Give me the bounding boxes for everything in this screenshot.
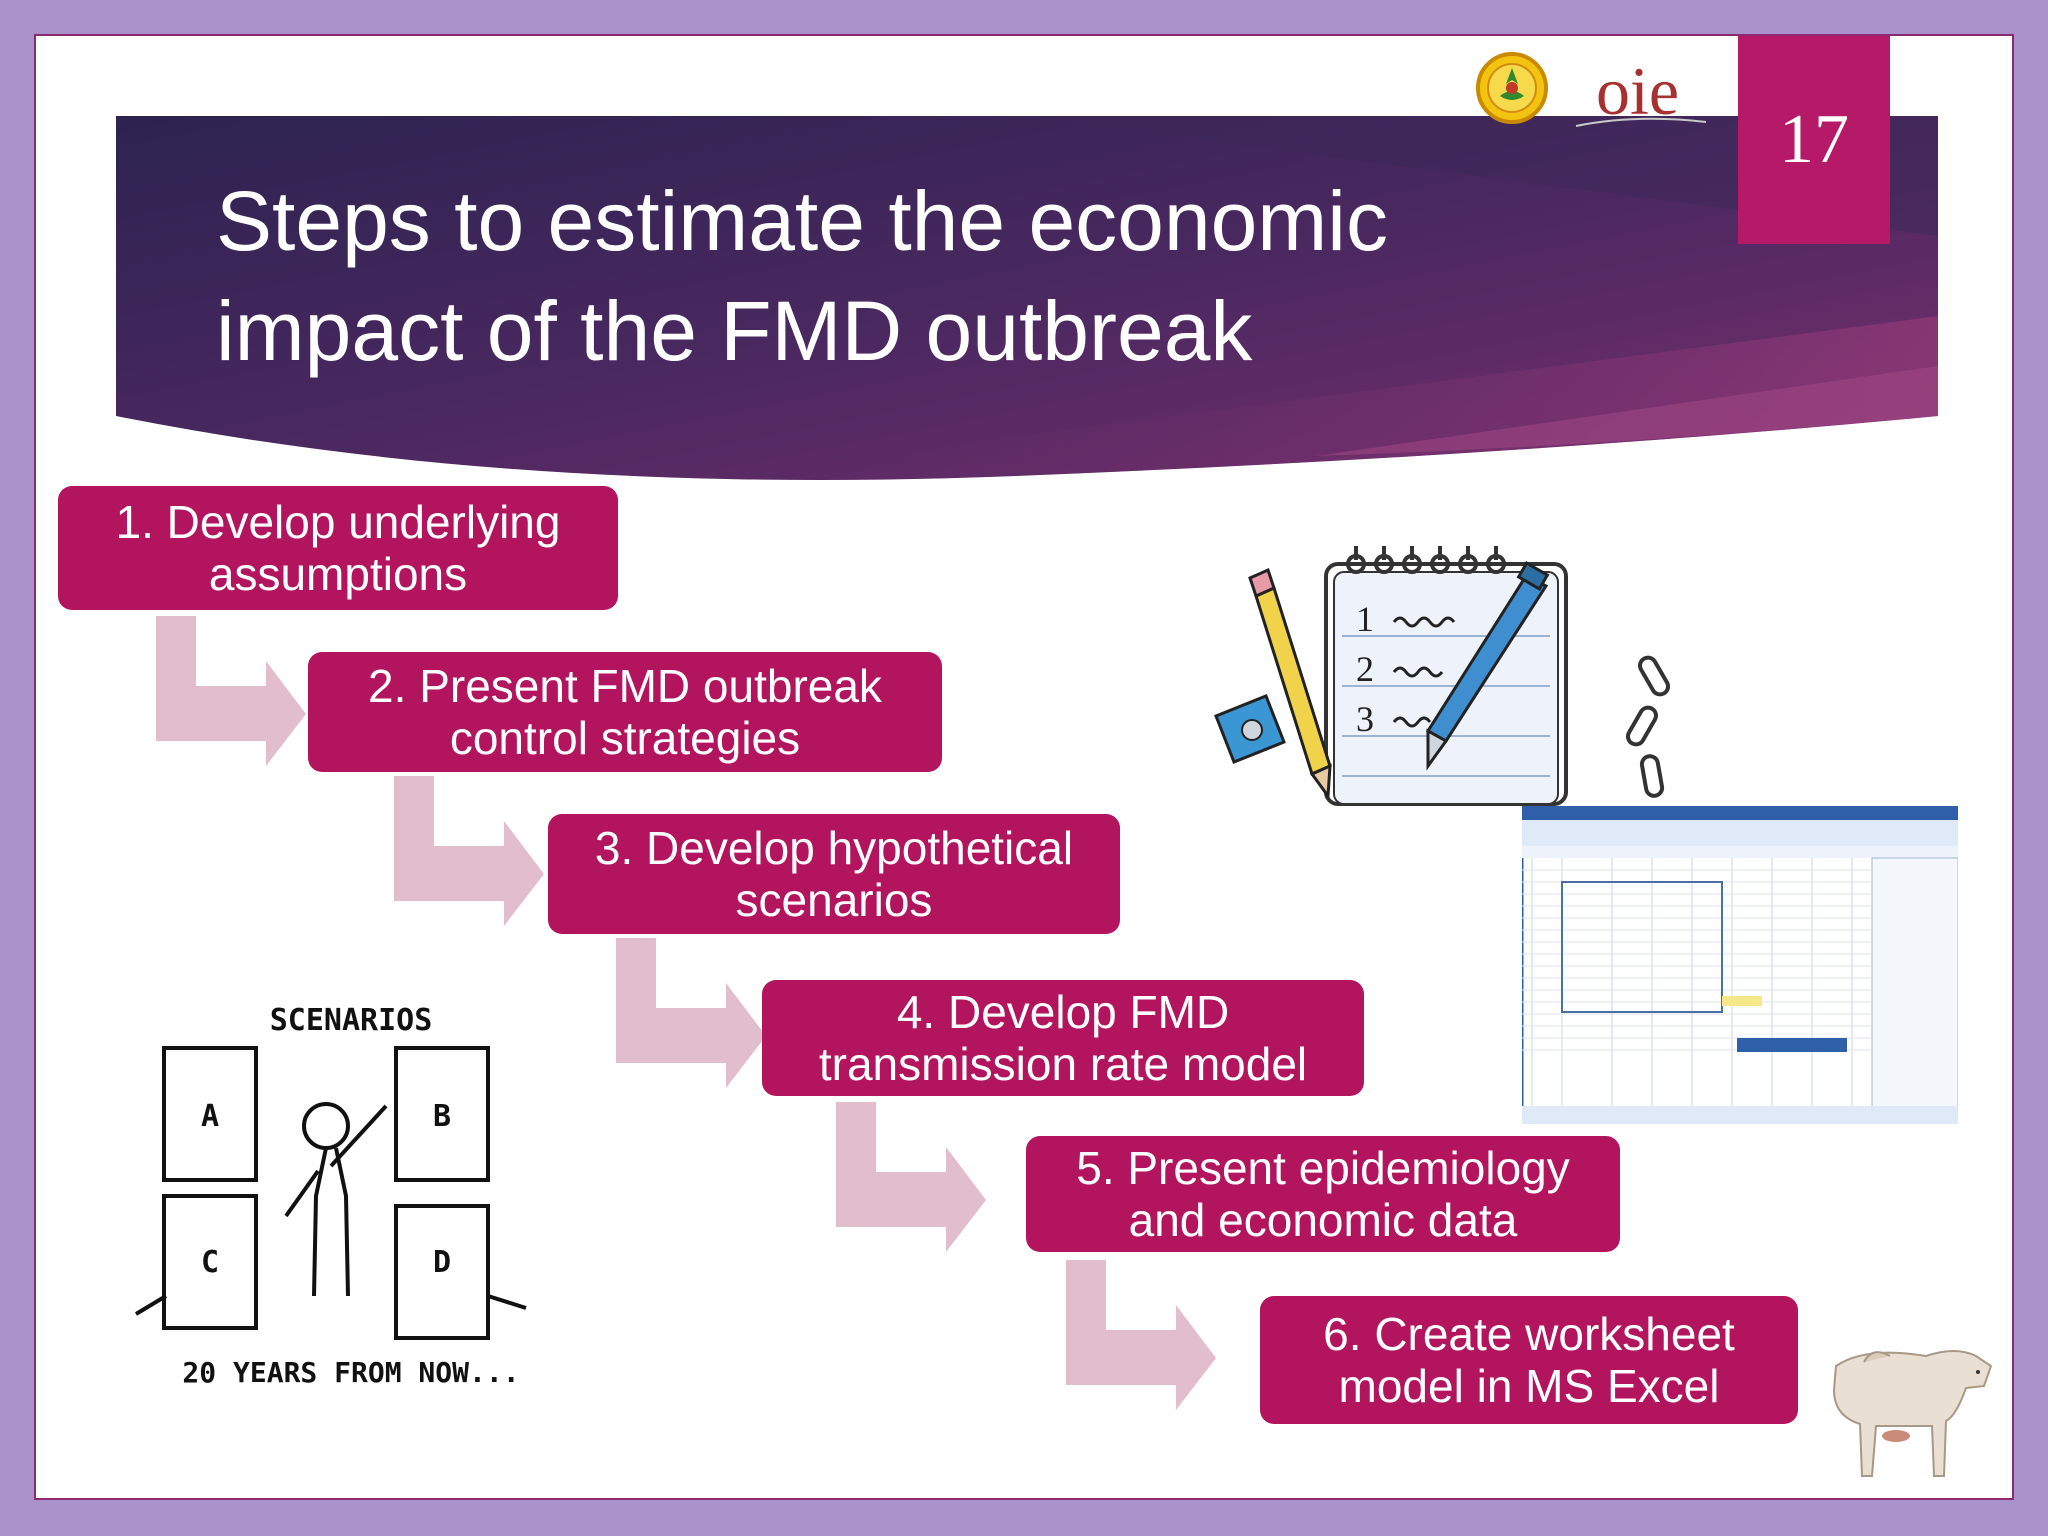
pencil-icon (1248, 567, 1332, 801)
scenario-label-a: A (201, 1099, 219, 1134)
slide-canvas: Steps to estimate the economic impact of… (34, 34, 2014, 1500)
page-number: 17 (1738, 36, 1890, 244)
step-5-line-1: 5. Present epidemiology (1076, 1142, 1570, 1194)
arrow-4 (836, 1102, 986, 1252)
sharpener-icon (1214, 694, 1286, 764)
step-5-line-2: and economic data (1128, 1194, 1518, 1246)
notepad-illustration: 1 2 3 (1214, 546, 1670, 806)
scenario-label-b: B (433, 1099, 451, 1134)
step-6-line-2: model in MS Excel (1338, 1360, 1720, 1412)
step-6-line-1: 6. Create worksheet (1323, 1308, 1735, 1360)
scenario-panel-b (394, 1046, 490, 1182)
slide-title: Steps to estimate the economic impact of… (216, 166, 1516, 386)
pen-icon (1425, 561, 1550, 771)
notepad-item-2: 2 (1356, 649, 1374, 689)
presenter-figure (302, 1102, 350, 1150)
department-seal-icon (1476, 52, 1548, 124)
arrow-2 (394, 776, 544, 926)
paperclip-icon (1626, 655, 1670, 798)
step-1-line-1: 1. Develop underlying (115, 496, 561, 548)
scenarios-heading: SCENARIOS (270, 1003, 433, 1038)
scenario-label-c: C (201, 1245, 219, 1280)
step-3-line-1: 3. Develop hypothetical (594, 822, 1074, 874)
oie-logo: oie (1596, 53, 1679, 129)
step-4-line-1: 4. Develop FMD (896, 986, 1230, 1038)
scenario-label-d: D (433, 1245, 451, 1280)
notepad-item-1: 1 (1356, 599, 1374, 639)
scenario-panel-a (162, 1046, 258, 1182)
spreadsheet-icon (1522, 806, 1958, 1124)
scenario-panel-d (394, 1204, 490, 1340)
cow-icon (1832, 1350, 1993, 1477)
banner-background (116, 116, 1938, 480)
step-arrows (156, 616, 1216, 1410)
title-line-1: Steps to estimate the economic (216, 174, 1388, 268)
scenarios-illustration: SCENARIOS A B C D 20 YEARS FROM NOW... (134, 1003, 527, 1389)
arrow-1 (156, 616, 306, 766)
arrow-3 (616, 938, 766, 1088)
arrow-5 (1066, 1260, 1216, 1410)
step-3-line-2: scenarios (735, 874, 933, 926)
title-banner (116, 116, 1938, 496)
step-4-line-2: transmission rate model (818, 1038, 1308, 1090)
notepad-item-3: 3 (1356, 699, 1374, 739)
title-line-2: impact of the FMD outbreak (216, 284, 1253, 378)
step-2-line-1: 2. Present FMD outbreak (368, 660, 882, 712)
scenario-panel-c (162, 1194, 258, 1330)
scenarios-caption: 20 YEARS FROM NOW... (182, 1356, 519, 1389)
step-2-line-2: control strategies (449, 712, 801, 764)
step-1-line-2: assumptions (208, 548, 468, 600)
logos: oie (1436, 44, 1736, 144)
